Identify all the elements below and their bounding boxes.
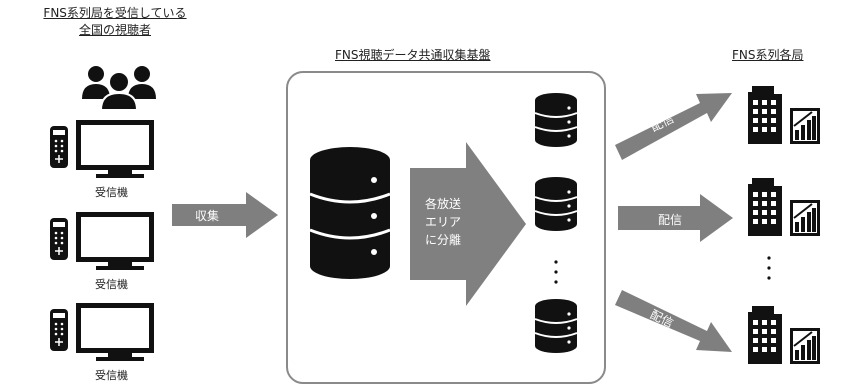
receiver-tv-icon-2 [49, 211, 155, 271]
split-arrow [410, 142, 526, 306]
stations-title: FNS系列各局 [732, 48, 804, 62]
area-database-icon-3 [534, 298, 578, 354]
deliver-arrow-middle [618, 194, 733, 242]
receiver-tv-icon-1 [49, 119, 155, 179]
receiver-label-2: 受信機 [95, 278, 128, 291]
split-label: 各放送 エリア に分離 [425, 195, 461, 249]
split-label-line3: に分離 [425, 233, 462, 247]
deliver-arrow-down [615, 290, 732, 352]
receiver-label-3: 受信機 [95, 369, 128, 382]
collect-arrow [172, 192, 278, 238]
viewers-title-line1: FNS系列局を受信している [43, 6, 187, 20]
platform-title: FNS視聴データ共通収集基盤 [335, 48, 491, 62]
split-label-line1: 各放送 [425, 197, 462, 211]
station-building-icon-3 [747, 305, 821, 365]
deliver-label-middle: 配信 [658, 213, 683, 227]
split-label-line2: エリア [425, 215, 462, 229]
station-building-icon-2 [747, 177, 821, 237]
viewers-title: FNS系列局を受信している 全国の視聴者 [10, 4, 220, 38]
collect-label: 収集 [195, 209, 220, 223]
station-building-icon-1 [747, 85, 821, 145]
receiver-label-1: 受信機 [95, 186, 128, 199]
viewers-people-icon [82, 66, 156, 111]
deliver-arrow-up [615, 93, 732, 160]
vertical-ellipsis-db [554, 260, 558, 284]
viewers-title-line2: 全国の視聴者 [78, 23, 151, 37]
receiver-tv-icon-3 [49, 302, 155, 362]
central-database-icon [309, 147, 391, 279]
area-database-icon-1 [534, 92, 578, 148]
area-database-icon-2 [534, 176, 578, 232]
vertical-ellipsis-stations [767, 256, 771, 280]
